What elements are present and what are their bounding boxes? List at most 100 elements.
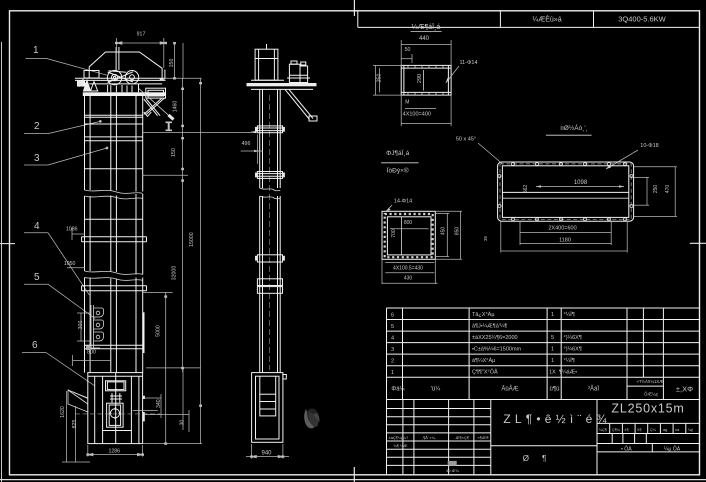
svg-text:2X400=600: 2X400=600 xyxy=(548,226,576,232)
svg-text:1X: 1X xyxy=(549,370,556,376)
svg-text:40 Æ¼: 40 Æ¼ xyxy=(446,468,460,473)
svg-text:¼µ ÔÀ: ¼µ ÔÀ xyxy=(664,445,681,452)
svg-text:1086: 1086 xyxy=(66,226,78,232)
svg-text:±á: ±á xyxy=(675,428,680,432)
svg-text:¤Ø½Áò¸'¸: ¤Ø½Áò¸'¸ xyxy=(560,123,588,132)
svg-text:°)¼6X¶: °)¼6X¶ xyxy=(564,335,582,341)
svg-text:¼Ç¶: ¼Ç¶ xyxy=(599,428,607,432)
svg-text:496: 496 xyxy=(242,141,251,147)
svg-text:ü¶ü: ü¶ü xyxy=(550,387,560,393)
svg-text:5: 5 xyxy=(391,324,394,330)
svg-text:800: 800 xyxy=(404,220,413,226)
svg-text:Tâ¿X°Àµ: Tâ¿X°Àµ xyxy=(472,311,495,318)
svg-text:917: 917 xyxy=(137,32,146,38)
svg-text:ÃüÅÆ: ÃüÅÆ xyxy=(501,386,518,393)
svg-text:35: 35 xyxy=(483,236,488,242)
svg-text:3: 3 xyxy=(391,347,394,353)
svg-text:¶¼áÆ•: ¶¼áÆ• xyxy=(559,370,577,376)
svg-text:°¼Ï¶: °¼Ï¶ xyxy=(564,357,575,364)
svg-text:940: 940 xyxy=(261,450,272,456)
svg-text:Ø¶: Ø¶ xyxy=(523,454,560,463)
svg-text:250: 250 xyxy=(376,74,382,83)
svg-text:1620: 1620 xyxy=(60,406,66,418)
svg-text:5000: 5000 xyxy=(156,325,162,337)
svg-text:5: 5 xyxy=(551,335,554,341)
svg-text:30: 30 xyxy=(179,420,185,426)
svg-text:700: 700 xyxy=(391,229,397,238)
svg-text:Ç¼: Ç¼ xyxy=(650,428,657,432)
svg-text:440: 440 xyxy=(419,36,430,42)
svg-text:±áÇ¶¼(¼?: ±áÇ¶¼(¼? xyxy=(389,435,409,440)
svg-text:4X100.5=430: 4X100.5=430 xyxy=(393,266,423,272)
svg-text:6: 6 xyxy=(391,313,394,319)
svg-text:M: M xyxy=(405,100,409,106)
svg-text:1050: 1050 xyxy=(64,261,76,267)
svg-text:6: 6 xyxy=(32,340,38,351)
svg-text:4X100=400: 4X100=400 xyxy=(403,111,431,117)
svg-text:5: 5 xyxy=(34,272,40,283)
svg-text:562: 562 xyxy=(523,185,529,194)
svg-text:50 x 45°: 50 x 45° xyxy=(456,137,476,143)
svg-text:¼Æ¶áÏ¸á: ¼Æ¶áÏ¸á xyxy=(412,23,441,31)
svg-text:1460: 1460 xyxy=(173,101,179,113)
svg-text:290: 290 xyxy=(417,74,423,83)
svg-text:¼¶ ¼Æ: ¼¶ ¼Æ xyxy=(394,443,408,448)
svg-text:ZL¶•ê½ì¨é¾: ZL¶•ê½ì¨é¾ xyxy=(503,412,610,426)
svg-text:¼ÆÈù»á: ¼ÆÈù»á xyxy=(532,15,561,24)
svg-text:'ü¼: 'ü¼ xyxy=(431,387,441,393)
svg-text:10-Φ18: 10-Φ18 xyxy=(640,143,658,149)
svg-text:1: 1 xyxy=(551,312,554,318)
svg-text:ÔÆ¼ç: ÔÆ¼ç xyxy=(644,391,659,397)
svg-text:«T½ÀX¼1XÆ: «T½ÀX¼1XÆ xyxy=(637,379,664,384)
svg-text:°¼Ï¶: °¼Ï¶ xyxy=(564,311,575,318)
svg-text:1180: 1180 xyxy=(559,237,571,243)
svg-text:150: 150 xyxy=(171,148,177,157)
svg-text:Æ¶×Ç¶: Æ¶×Ç¶ xyxy=(456,435,470,440)
svg-text:X¶: X¶ xyxy=(637,428,642,432)
svg-text:50: 50 xyxy=(405,47,411,53)
svg-text:300: 300 xyxy=(78,321,84,330)
svg-text:Ç¶¼: Ç¶¼ xyxy=(612,428,621,432)
svg-text:±¶: ±¶ xyxy=(625,428,629,432)
svg-text:1286: 1286 xyxy=(109,448,121,454)
svg-text:1: 1 xyxy=(391,370,394,376)
svg-text:450: 450 xyxy=(440,227,446,236)
svg-text:,¶Å¨×¼,: ,¶Å¨×¼, xyxy=(422,435,436,440)
svg-text:3Q400-5.6KW: 3Q400-5.6KW xyxy=(618,15,666,24)
svg-text:1: 1 xyxy=(33,45,39,56)
svg-text:250: 250 xyxy=(653,185,659,194)
svg-text:ZL250x15m: ZL250x15m xyxy=(611,402,684,416)
svg-text:•C±á%¼6=1500mm: •C±á%¼6=1500mm xyxy=(472,347,522,353)
svg-text:150: 150 xyxy=(169,59,175,68)
svg-text:²ÅáÏ: ²ÅáÏ xyxy=(588,386,599,393)
svg-text:825: 825 xyxy=(72,420,78,429)
svg-text:3: 3 xyxy=(34,153,40,164)
svg-text:±,XΦ: ±,XΦ xyxy=(676,385,693,394)
svg-text:800: 800 xyxy=(87,350,96,356)
svg-text:470: 470 xyxy=(665,185,671,194)
svg-text:15000: 15000 xyxy=(189,232,195,247)
svg-text:850: 850 xyxy=(454,227,460,236)
svg-text:430: 430 xyxy=(404,276,413,282)
svg-text:°)¼6X¶: °)¼6X¶ xyxy=(564,347,582,353)
svg-text:1: 1 xyxy=(551,347,554,353)
svg-text:4: 4 xyxy=(391,336,394,342)
svg-text:4: 4 xyxy=(34,221,40,232)
svg-text:• ÔÀ: • ÔÀ xyxy=(621,445,632,452)
svg-text:ÏòĐý×®: ÏòĐý×® xyxy=(387,167,409,175)
svg-text:340: 340 xyxy=(156,399,162,408)
svg-text:2: 2 xyxy=(34,121,40,132)
svg-text:11-Φ14: 11-Φ14 xyxy=(459,60,477,66)
svg-text:Φá¼: Φá¼ xyxy=(391,387,405,393)
svg-text:1: 1 xyxy=(551,358,554,364)
svg-text:1098: 1098 xyxy=(574,180,588,186)
svg-text:32000: 32000 xyxy=(172,266,178,281)
svg-text:14-Φ14: 14-Φ14 xyxy=(394,199,412,205)
svg-text:2: 2 xyxy=(391,359,394,365)
svg-text:ag: ag xyxy=(663,428,667,432)
svg-text:ΦJ¶áÏ¸á: ΦJ¶áÏ¸á xyxy=(386,149,410,157)
svg-text:Ç¶¶"X°ÔÅ: Ç¶¶"X°ÔÅ xyxy=(472,369,498,376)
svg-text:±áXX25¼¶6=2000: ±áXX25¼¶6=2000 xyxy=(472,335,518,341)
svg-text:¼ÿ: ¼ÿ xyxy=(688,428,693,432)
svg-text:á¶J•¼Æ¶á'¼¶: á¶J•¼Æ¶á'¼¶ xyxy=(472,324,507,330)
